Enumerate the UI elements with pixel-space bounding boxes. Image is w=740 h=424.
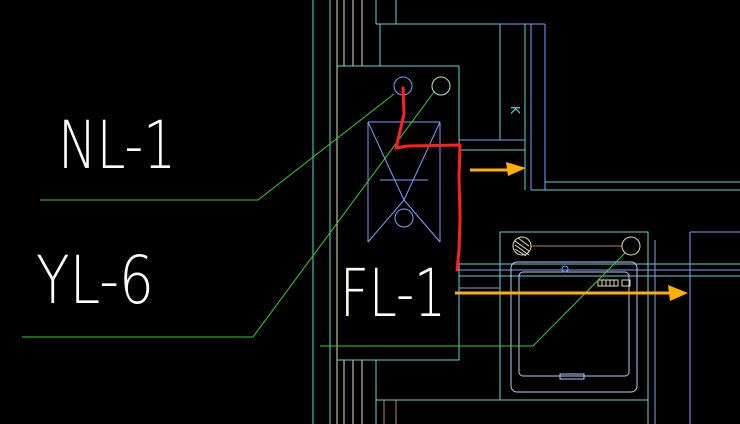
wall-lines-left — [312, 0, 500, 424]
label-yl-6: YL-6 — [36, 242, 154, 319]
label-fl-1: FL-1 — [340, 255, 446, 332]
pipe-circle-icon — [512, 236, 641, 273]
leader-lines — [22, 91, 627, 347]
flow-arrow-icon — [455, 285, 688, 301]
pipe-redline — [394, 86, 462, 272]
label-k: K — [508, 106, 522, 115]
label-nl-1: NL-1 — [58, 107, 176, 184]
flow-arrow-icon — [470, 162, 526, 176]
horizontal-pipes — [459, 139, 740, 289]
upper-structure — [376, 23, 740, 191]
fixture-room — [499, 231, 740, 424]
floor-drain-icon — [597, 279, 631, 287]
